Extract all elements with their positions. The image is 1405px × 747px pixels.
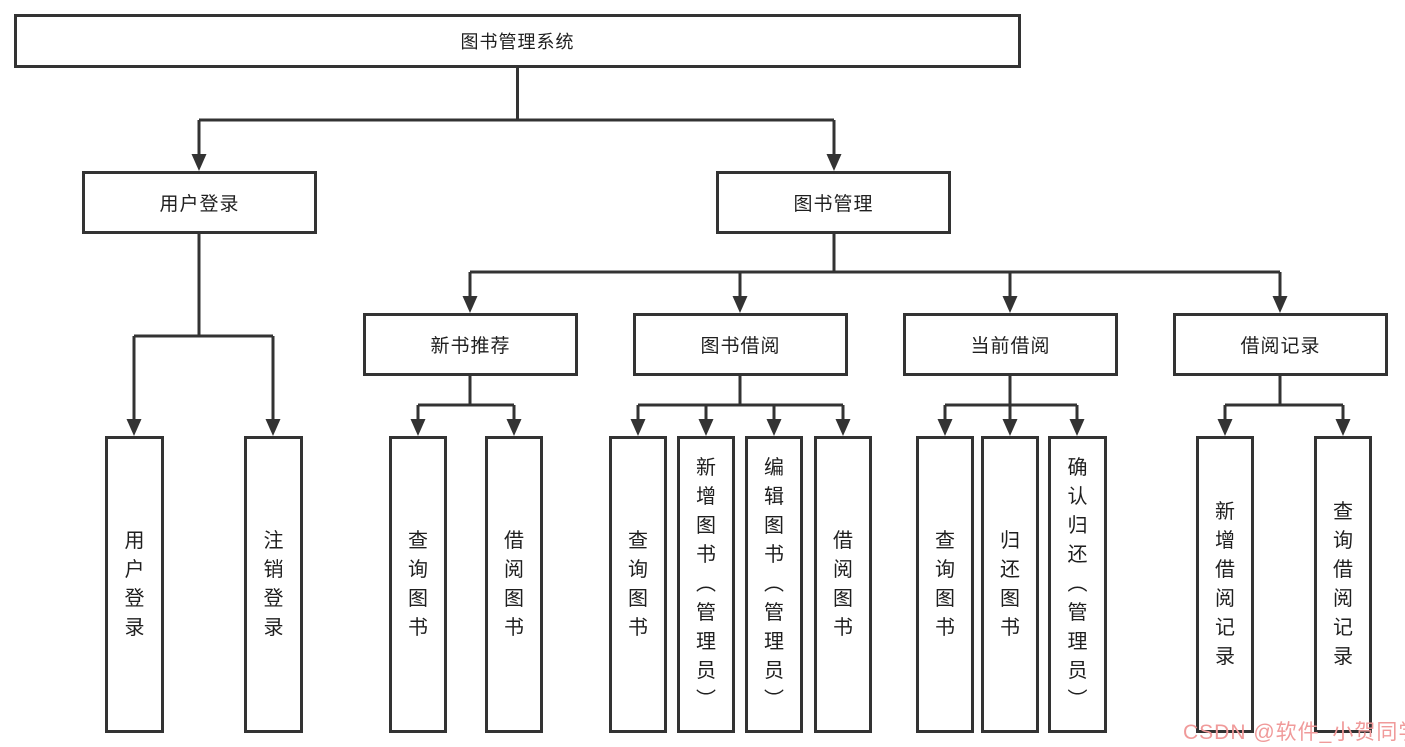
leaf-logout-login: 注销登录 bbox=[244, 436, 303, 733]
arrowheads bbox=[126, 154, 1351, 436]
leaf-borrow-book: 借阅图书 bbox=[814, 436, 872, 733]
node-label: 确认归还︵管理员︶ bbox=[1067, 457, 1088, 711]
node-label: 新增借阅记录 bbox=[1215, 500, 1235, 668]
node-new-book-recommendation: 新书推荐 bbox=[363, 313, 578, 376]
node-label: 借阅记录 bbox=[1240, 336, 1321, 357]
leaf-add-borrow-record: 新增借阅记录 bbox=[1196, 436, 1254, 733]
node-label: 编辑图书︵管理员︶ bbox=[764, 457, 784, 711]
node-label: 查询图书 bbox=[935, 529, 955, 639]
leaf-edit-book-admin: 编辑图书︵管理员︶ bbox=[745, 436, 803, 733]
node-label: 图书借阅 bbox=[700, 336, 781, 357]
node-label: 查询借阅记录 bbox=[1333, 500, 1353, 668]
node-library-management-system: 图书管理系统 bbox=[14, 14, 1021, 68]
node-current-borrowing: 当前借阅 bbox=[903, 313, 1118, 376]
tree-edges bbox=[132, 68, 1345, 422]
leaf-return-book: 归还图书 bbox=[981, 436, 1039, 733]
leaf-confirm-return-admin: 确认归还︵管理员︶ bbox=[1048, 436, 1107, 733]
node-book-management: 图书管理 bbox=[716, 171, 951, 234]
node-label: 归还图书 bbox=[1000, 529, 1020, 639]
node-user-login: 用户登录 bbox=[82, 171, 317, 234]
node-label: 图书管理系统 bbox=[460, 32, 575, 52]
node-label: 查询图书 bbox=[628, 529, 648, 639]
node-label: 用户登录 bbox=[124, 529, 145, 639]
leaf-borrow-book-recommend: 借阅图书 bbox=[485, 436, 543, 733]
node-label: 用户登录 bbox=[159, 194, 240, 215]
node-label: 借阅图书 bbox=[504, 529, 524, 639]
node-label: 图书管理 bbox=[793, 194, 874, 215]
leaf-query-book-borrow: 查询图书 bbox=[609, 436, 667, 733]
node-borrowing-records: 借阅记录 bbox=[1173, 313, 1388, 376]
node-label: 借阅图书 bbox=[833, 529, 853, 639]
leaf-add-book-admin: 新增图书︵管理员︶ bbox=[677, 436, 735, 733]
watermark: CSDN @软件_小贺同学 bbox=[1183, 721, 1405, 744]
node-label: 新增图书︵管理员︶ bbox=[696, 457, 716, 711]
node-label: 当前借阅 bbox=[970, 336, 1051, 357]
node-book-borrowing: 图书借阅 bbox=[633, 313, 848, 376]
node-label: 查询图书 bbox=[408, 529, 428, 639]
leaf-query-borrow-record: 查询借阅记录 bbox=[1314, 436, 1372, 733]
leaf-query-book-recommend: 查询图书 bbox=[389, 436, 447, 733]
leaf-query-book-current: 查询图书 bbox=[916, 436, 974, 733]
leaf-user-login: 用户登录 bbox=[105, 436, 164, 733]
node-label: 新书推荐 bbox=[430, 336, 511, 357]
node-label: 注销登录 bbox=[263, 529, 284, 639]
